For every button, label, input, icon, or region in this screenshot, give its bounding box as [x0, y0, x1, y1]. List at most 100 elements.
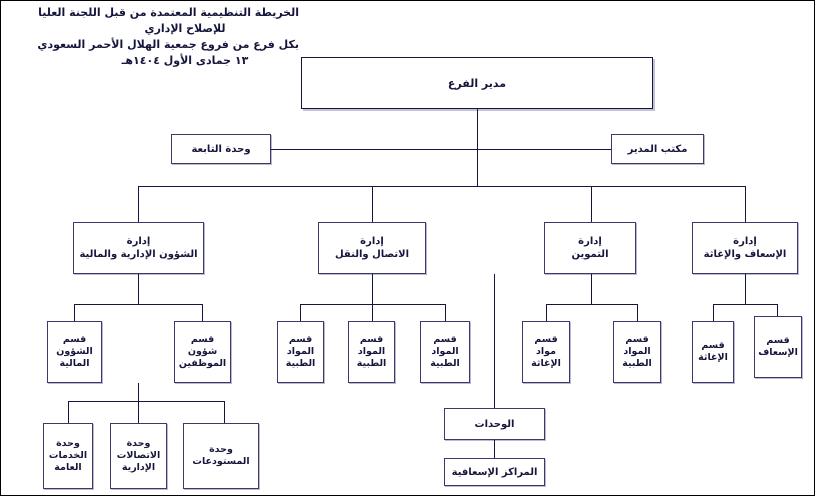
node-section-medical-materials-3[interactable]: قسم المواد الطبية — [420, 321, 470, 383]
connector-dept4-stem — [745, 274, 746, 304]
connector-units-bar — [68, 401, 224, 402]
connector-dept4-drop-b — [777, 304, 778, 321]
node-section-medical-materials-3-line3: الطبية — [430, 358, 460, 369]
connector-drop-dept2 — [372, 186, 373, 222]
node-section-medical-materials-4-line2: المواد — [623, 346, 651, 357]
node-dept-communication-transport-line2: الاتصال والنقل — [335, 249, 409, 260]
connector-dept2-drop-c — [445, 304, 446, 321]
connector-dept2-drop-b — [372, 304, 373, 321]
connector-level2-to-bus — [477, 149, 478, 186]
node-dept-admin-finance[interactable]: إدارة الشؤون الإدارية والمالية — [73, 222, 204, 274]
header-line-4: ١٣ جمادى الأول ١٤٠٤هـ — [121, 54, 249, 67]
connector-drop-dept3 — [591, 186, 592, 222]
node-dept-supply[interactable]: إدارة التموين — [544, 222, 636, 274]
node-section-relief-materials-line1: قسم — [534, 334, 558, 345]
connector-dept4-drop-a — [713, 304, 714, 321]
node-section-relief-materials-line2: مواد — [536, 346, 556, 357]
connector-dept2-stem — [372, 274, 373, 304]
node-section-relief[interactable]: قسم الإغاثة — [692, 321, 734, 383]
node-dept-communication-transport[interactable]: إدارة الاتصال والنقل — [318, 222, 426, 274]
node-section-ambulance[interactable]: قسم الإسعاف — [754, 316, 802, 378]
node-unit-warehouses-line2: المستودعات — [192, 456, 250, 467]
node-unit-administrative-communications-line3: الإدارية — [121, 462, 156, 473]
header-line-3: بكل فرع من فروع جمعية الهلال الأحمر السع… — [37, 38, 299, 51]
node-section-medical-materials-1-line2: المواد — [286, 346, 315, 357]
node-unit-general-services[interactable]: وحدة الخدمات العامة — [43, 423, 93, 489]
node-section-medical-materials-1-line1: قسم — [288, 334, 313, 345]
connector-dept1-bar — [74, 304, 202, 305]
node-dept-supply-line2: التموين — [571, 249, 609, 260]
node-section-medical-materials-4[interactable]: قسم المواد الطبية — [613, 321, 661, 383]
node-unit-warehouses-line1: وحدة — [209, 444, 233, 455]
node-section-staff-affairs-line2: شؤون — [187, 346, 218, 357]
connector-drop-dept1 — [138, 186, 139, 222]
connector-dept3-stem — [591, 274, 592, 304]
connector-department-bus — [138, 186, 745, 187]
node-section-relief-line2: الإغاثة — [698, 352, 728, 363]
connector-dept3-drop-b — [637, 304, 638, 321]
node-section-medical-materials-2-line3: الطبية — [356, 358, 387, 369]
node-section-medical-materials-1-line3: الطبية — [285, 358, 316, 369]
connector-units-drop-a — [68, 401, 69, 423]
connector-center-column — [494, 274, 495, 408]
node-section-staff-affairs-line3: الموظفين — [178, 358, 227, 369]
node-unit-follow-label: وحدة التابعة — [191, 143, 251, 155]
node-unit-follow[interactable]: وحدة التابعة — [171, 134, 271, 164]
node-ambulance-centers[interactable]: المراكز الإسعافية — [444, 458, 545, 486]
node-dept-supply-line1: إدارة — [578, 236, 602, 247]
node-section-staff-affairs[interactable]: قسم شؤون الموظفين — [174, 321, 231, 383]
node-unit-warehouses[interactable]: وحدة المستودعات — [183, 423, 259, 489]
connector-dept4-bar — [713, 304, 777, 305]
node-manager-office-label: مكتب المدير — [627, 143, 688, 155]
node-dept-emergency-relief-line2: الإسعاف والإغاثة — [703, 249, 787, 260]
node-section-relief-materials-line3: الإغاثة — [531, 358, 561, 369]
connector-units-drop-b — [138, 401, 139, 423]
connector-dept1-drop-b — [202, 304, 203, 321]
node-units-label: الوحدات — [474, 418, 515, 430]
node-dept-admin-finance-line2: الشؤون الإدارية والمالية — [79, 249, 198, 260]
node-units[interactable]: الوحدات — [444, 408, 545, 440]
node-section-medical-materials-4-line3: الطبية — [622, 358, 652, 369]
node-section-relief-line1: قسم — [701, 340, 725, 351]
node-section-staff-affairs-line1: قسم — [190, 334, 215, 345]
node-unit-administrative-communications[interactable]: وحدة الاتصالات الإدارية — [110, 423, 167, 489]
node-branch-manager-label: مدير الفرع — [447, 76, 507, 90]
node-section-medical-materials-2-line1: قسم — [359, 334, 384, 345]
connector-dept3-bar — [546, 304, 637, 305]
connector-dept3-drop-a — [546, 304, 547, 321]
node-dept-emergency-relief-line1: إدارة — [733, 236, 757, 247]
node-unit-general-services-line1: وحدة — [56, 438, 80, 449]
node-section-medical-materials-2[interactable]: قسم المواد الطبية — [348, 321, 395, 383]
node-section-medical-materials-1[interactable]: قسم المواد الطبية — [277, 321, 324, 383]
node-section-financial-affairs-line2: الشؤون — [56, 346, 93, 357]
connector-units-to-centers — [494, 440, 495, 458]
node-branch-manager[interactable]: مدير الفرع — [301, 57, 653, 109]
node-section-relief-materials[interactable]: قسم مواد الإغاثة — [522, 321, 570, 383]
connector-root-stem — [477, 109, 478, 149]
header-line-1: الخريطة التنظيمية المعتمدة من قبل اللجنة… — [38, 6, 299, 19]
chart-header: الخريطة التنظيمية المعتمدة من قبل اللجنة… — [37, 5, 299, 69]
node-section-financial-affairs[interactable]: قسم الشؤون المالية — [47, 321, 102, 383]
node-ambulance-centers-label: المراكز الإسعافية — [451, 466, 538, 478]
node-section-ambulance-line2: الإسعاف — [758, 347, 798, 358]
node-dept-emergency-relief[interactable]: إدارة الإسعاف والإغاثة — [692, 222, 798, 274]
connector-units-stem — [138, 383, 139, 401]
connector-units-drop-c — [224, 401, 225, 423]
header-line-2: للإصلاح الإداري — [144, 22, 226, 35]
node-unit-administrative-communications-line1: وحدة — [126, 438, 151, 449]
connector-level2-bar — [271, 149, 611, 150]
node-section-financial-affairs-line3: المالية — [59, 358, 90, 369]
connector-dept1-stem — [138, 274, 139, 304]
connector-dept1-drop-a — [74, 304, 75, 321]
connector-drop-dept4 — [745, 186, 746, 222]
connector-dept2-drop-a — [300, 304, 301, 321]
node-section-ambulance-line1: قسم — [766, 335, 790, 346]
node-section-medical-materials-3-line2: المواد — [431, 346, 459, 357]
node-section-medical-materials-3-line1: قسم — [433, 334, 457, 345]
node-manager-office[interactable]: مكتب المدير — [611, 134, 704, 164]
node-section-medical-materials-2-line2: المواد — [357, 346, 386, 357]
node-unit-general-services-line3: العامة — [54, 462, 82, 473]
node-section-medical-materials-4-line1: قسم — [625, 334, 649, 345]
node-dept-admin-finance-line1: إدارة — [126, 236, 151, 247]
